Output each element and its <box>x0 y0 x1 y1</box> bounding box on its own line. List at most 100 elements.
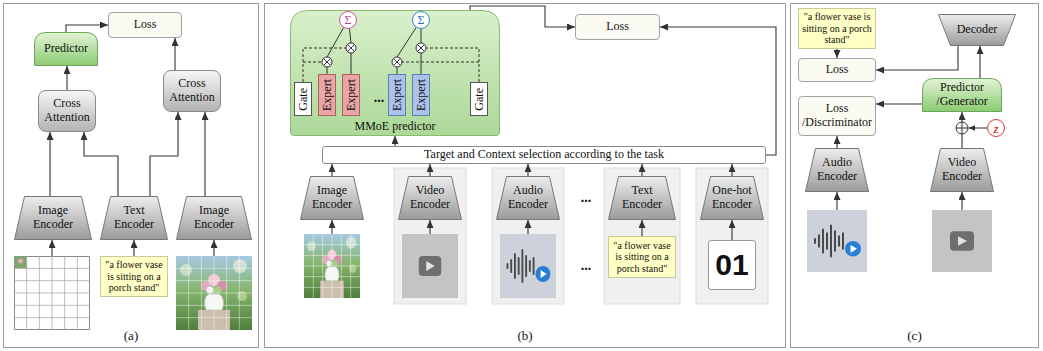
vase-photo <box>304 234 360 298</box>
vase-photo <box>176 256 252 330</box>
ellipsis-label: ... <box>374 91 385 105</box>
node-label: Text Encoder <box>111 204 157 232</box>
connector-arrow <box>66 66 67 90</box>
expert-wire <box>421 29 422 43</box>
node-label: Decoder <box>957 23 998 37</box>
node-label: Target and Context selection according t… <box>424 148 664 162</box>
input-arrow <box>331 220 332 234</box>
node-label: Predictor /Generator <box>926 81 998 109</box>
sum-circle: Σ <box>412 11 430 29</box>
expert-box: Expert <box>412 74 430 116</box>
encoder-trapezoid-outline <box>701 177 764 220</box>
noise-circle: z <box>987 119 1005 137</box>
loss-box: Loss /Discriminator <box>798 96 876 136</box>
connector-arrow <box>876 46 958 70</box>
mmoe-band-outline <box>290 10 500 136</box>
node-label: Expert <box>391 79 403 111</box>
connector-arrow <box>836 136 837 148</box>
node-label: Loss <box>826 63 849 77</box>
selection-box: Target and Context selection according t… <box>322 146 766 164</box>
gate-wire <box>303 62 322 63</box>
multiply-symbol <box>416 43 426 53</box>
connector-arrow <box>731 164 732 176</box>
node-label: (c) <box>907 329 921 344</box>
loss-box: Loss <box>575 14 660 40</box>
multiply-symbol <box>348 45 355 52</box>
encoder-trapezoid: Video Encoder <box>398 176 462 220</box>
sum-circle: Σ <box>339 11 357 29</box>
encoder-trapezoid: Video Encoder <box>930 148 994 192</box>
noise-wire <box>969 128 988 129</box>
ellipsis-label: ... <box>581 259 592 273</box>
mmoe-band-outline <box>291 11 500 136</box>
expert-wire <box>397 28 416 57</box>
expert-wire <box>397 67 398 74</box>
panel-frame: (b) MMoE predictor Σ Σ Gate Expert Expert Exper… <box>264 3 786 348</box>
encoder-trapezoid-outline <box>806 149 869 192</box>
ellipsis-label: ... <box>581 191 592 205</box>
multiply-symbol <box>346 43 356 53</box>
decoder-trapezoid-outline <box>939 15 1016 46</box>
encoder-trapezoid: Audio Encoder <box>496 176 560 220</box>
panel-frame: (a)PredictorLossCross AttentionCross Att… <box>3 3 259 348</box>
loss-box: Loss <box>798 58 876 82</box>
predictor-box-outline <box>35 33 98 66</box>
loss-box: Loss <box>108 12 182 38</box>
connector-arrow <box>527 164 528 176</box>
connector-arrow <box>133 240 134 256</box>
node-label: Image Encoder <box>187 204 241 232</box>
connector-arrow <box>331 164 332 176</box>
node-label: Expert <box>345 79 357 111</box>
encoder-trapezoid: Image Encoder <box>176 196 252 240</box>
node-label: MMoE predictor <box>355 120 436 134</box>
multiply-symbol <box>418 45 425 52</box>
gate-wire <box>303 48 346 82</box>
video-icon <box>402 234 458 298</box>
node-label: Image Encoder <box>311 184 353 212</box>
mmoe-band: MMoE predictorΣΣGateExpertExpertExpertEx… <box>290 10 500 136</box>
multiply-symbol <box>322 57 332 67</box>
encoder-trapezoid-outline <box>15 197 92 240</box>
modality-backdrop <box>492 168 564 304</box>
input-arrow <box>527 220 528 234</box>
node-label: One-hot Encoder <box>711 184 753 212</box>
text-prompt-box: "a flower vase is sitting on a porch sta… <box>100 256 168 297</box>
multiply-symbol <box>394 59 401 66</box>
encoder-trapezoid: Image Encoder <box>14 196 92 240</box>
modality-backdrop <box>604 168 680 304</box>
gate-wire <box>402 62 479 63</box>
node-label: Gate <box>473 88 485 111</box>
text-prompt-box: "a flower vase is sitting on a porch sta… <box>798 8 876 49</box>
connector-arrow <box>641 164 642 176</box>
modality-backdrop <box>696 168 768 304</box>
encoder-trapezoid: Image Encoder <box>300 176 364 220</box>
connector-arrow <box>394 136 395 146</box>
node-label: 01 <box>715 250 748 280</box>
node-label: "a flower vase is sitting on a porch sta… <box>103 259 165 294</box>
panel-frame: (c) "a flower vase is sitting on a porch … <box>790 3 1039 348</box>
node-label: Video Encoder <box>941 156 983 184</box>
multiply-symbol <box>392 57 402 67</box>
node-label: Expert <box>415 79 427 111</box>
expert-wire <box>327 28 344 57</box>
masked-image-grid <box>14 256 90 330</box>
predictor-box: Predictor /Generator <box>922 78 1002 112</box>
node-label: Audio Encoder <box>507 184 549 212</box>
node-label: Video Encoder <box>409 184 451 212</box>
add-symbol <box>956 122 987 134</box>
modality-backdrop <box>394 168 768 304</box>
node-label: Cross Attention <box>167 77 217 105</box>
node-label: (b) <box>517 329 532 344</box>
encoder-trapezoid-outline <box>609 177 676 220</box>
node-label: Audio Encoder <box>816 156 858 184</box>
node-label: Predictor <box>44 42 88 56</box>
connector-arrow <box>660 27 776 155</box>
multiply-symbol <box>322 43 426 67</box>
input-arrow <box>961 192 962 210</box>
gate-box: Gate <box>294 82 312 116</box>
node-label: Σ <box>345 14 352 26</box>
